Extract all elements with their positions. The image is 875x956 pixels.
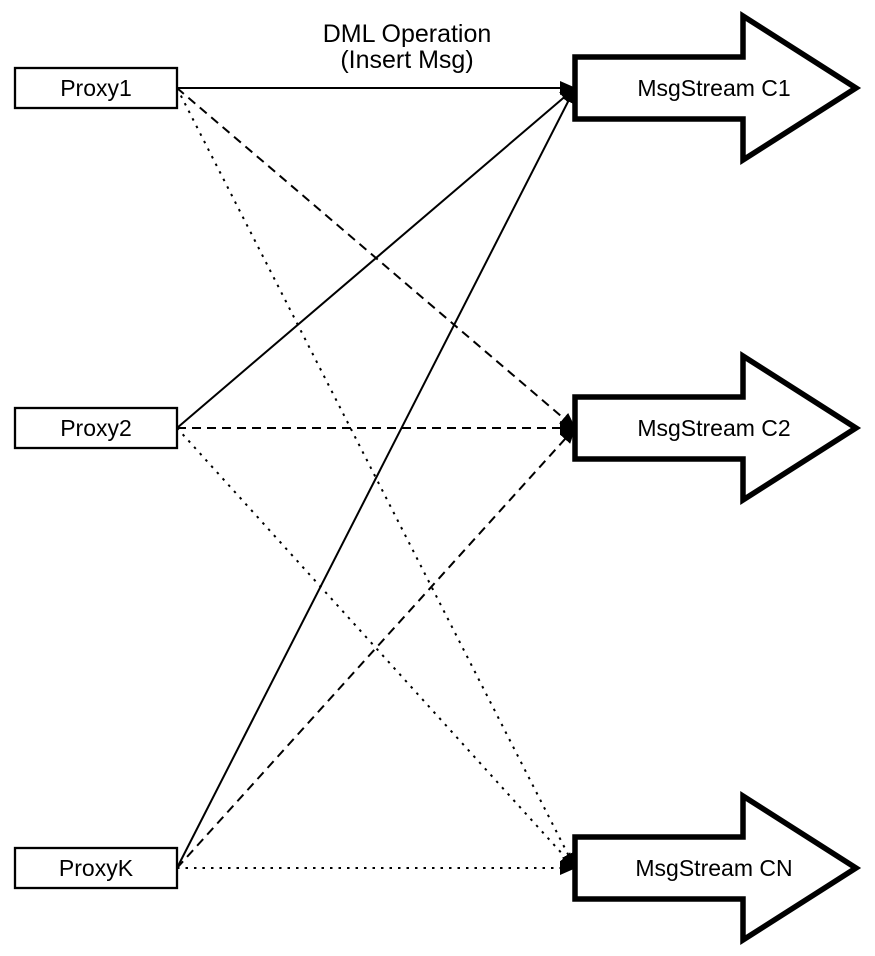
annotation-line2: (Insert Msg): [340, 46, 473, 74]
big-arrow-shape-cn: [572, 790, 862, 946]
edge-proxy1-cn-dotted: [176, 87, 576, 869]
edge-proxy1-c2-dashed: [176, 87, 576, 429]
annotation-dml-operation: DML Operation (Insert Msg): [323, 20, 492, 74]
edge-proxyk-c2-dashed: [176, 427, 576, 869]
big-arrow-shape-c1: [572, 10, 862, 166]
proxy-label-proxy1: Proxy1: [60, 75, 132, 101]
proxy-node-proxyk: ProxyK: [13, 846, 179, 890]
msgstream-node-cn: MsgStream CN: [572, 790, 862, 946]
msgstream-label-cn: MsgStream CN: [635, 855, 792, 881]
proxy-box-proxy1: [13, 66, 179, 110]
edge-proxy2-cn-dotted: [176, 427, 576, 869]
annotation-line1: DML Operation: [323, 20, 492, 48]
proxy-label-proxy2: Proxy2: [60, 415, 132, 441]
proxy-label-proxyk: ProxyK: [59, 855, 134, 881]
big-arrow-shape-c2: [572, 350, 862, 506]
msgstream-label-c2: MsgStream C2: [637, 415, 790, 441]
msgstream-node-c2: MsgStream C2: [572, 350, 862, 506]
proxy-node-proxy2: Proxy2: [13, 406, 179, 450]
proxy-box-proxyk: [13, 846, 179, 890]
edge-proxyk-c1-solid: [176, 87, 576, 869]
msgstream-node-c1: MsgStream C1: [572, 10, 862, 166]
msgstream-label-c1: MsgStream C1: [637, 75, 790, 101]
proxy-node-proxy1: Proxy1: [13, 66, 179, 110]
proxy-box-proxy2: [13, 406, 179, 450]
